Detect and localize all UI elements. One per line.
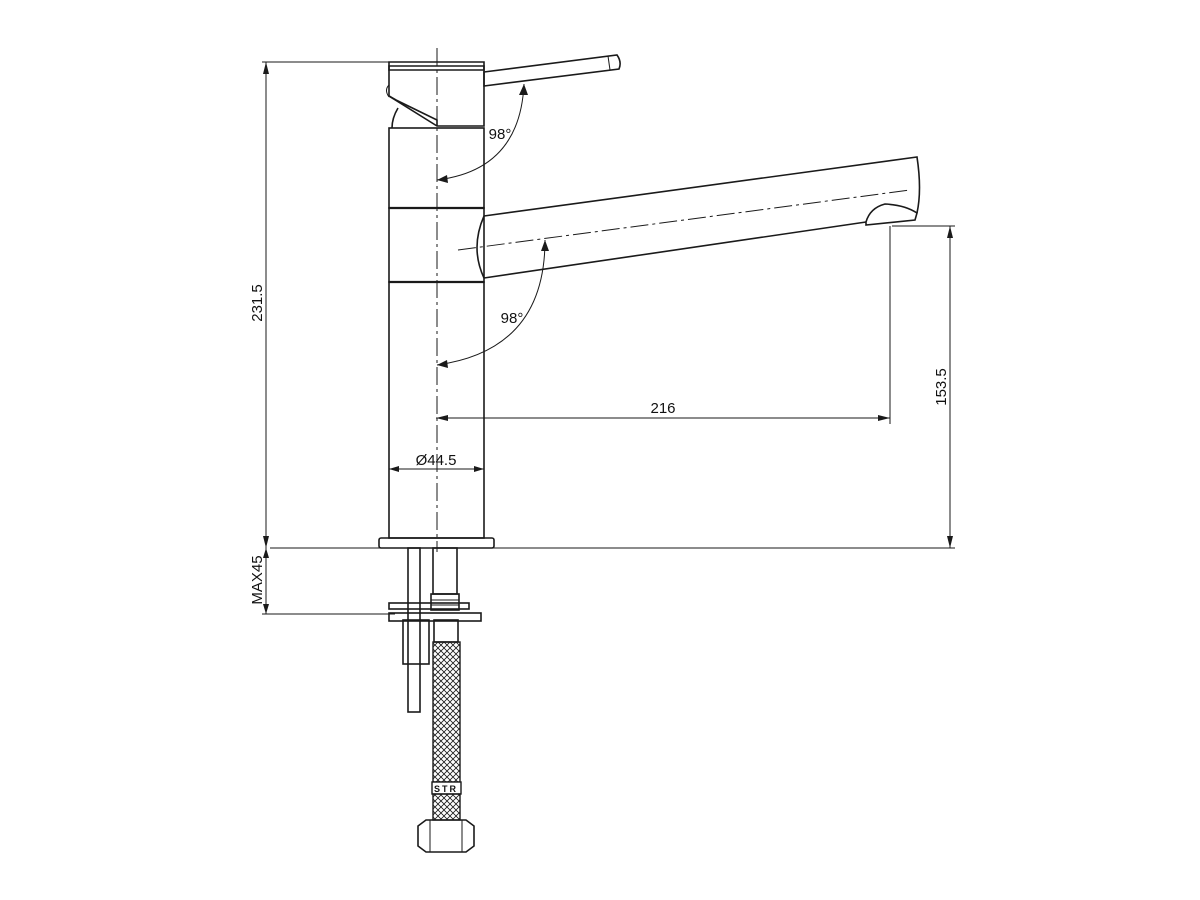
lever-angle-label: 98° <box>489 126 512 143</box>
deck-thickness-label: MAX45 <box>249 555 266 604</box>
body-diameter-label: Ø44.5 <box>416 452 457 469</box>
mounting-hardware <box>388 547 482 713</box>
flexible-hose: STR <box>417 641 475 853</box>
deck-thickness-dimension: MAX45 <box>249 548 395 615</box>
body-diameter-dimension: Ø44.5 <box>389 452 484 472</box>
spout-reach-label: 216 <box>650 400 675 417</box>
spout-angle-label: 98° <box>501 310 524 327</box>
lever-angle-indicator: 98° <box>436 83 528 183</box>
overall-height-dimension: 231.5 <box>249 61 395 548</box>
spout-height-dimension: 153.5 <box>270 225 955 549</box>
lever-handle <box>483 54 621 87</box>
overall-height-label: 231.5 <box>249 284 266 322</box>
spout-height-label: 153.5 <box>933 368 950 406</box>
spout-reach-dimension: 216 <box>436 226 891 424</box>
hose-marking: STR <box>434 784 458 794</box>
spout-angle-indicator: 98° <box>436 239 549 368</box>
spout <box>457 156 921 279</box>
